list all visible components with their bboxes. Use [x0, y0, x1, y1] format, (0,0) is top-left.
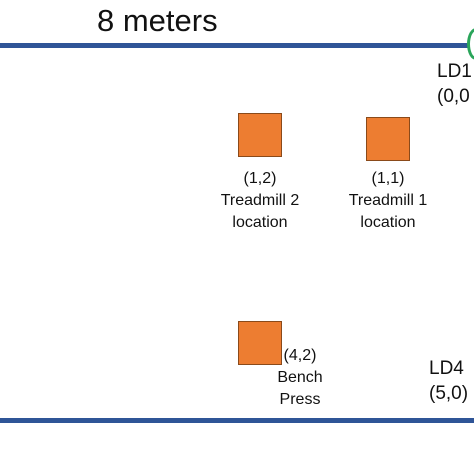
treadmill-2-label: (1,2) Treadmill 2 location [214, 168, 306, 234]
bench-press-label: (4,2) Bench Press [274, 345, 326, 411]
ld4-label: LD4 (5,0) [429, 356, 468, 406]
treadmill-1-box [366, 117, 410, 161]
treadmill-1-coord: (1,1) [371, 170, 405, 187]
bench-press-coord: (4,2) [283, 347, 317, 364]
ld1-label: LD1 (0,0 [437, 59, 472, 109]
ld4-coord: (5,0) [429, 383, 469, 404]
treadmill-2-name-line2: location [232, 214, 288, 231]
ld1-marker-icon [467, 28, 474, 60]
ld1-name: LD1 [437, 61, 472, 82]
treadmill-2-coord: (1,2) [243, 170, 277, 187]
bench-press-box [238, 321, 282, 365]
top-wall-line [0, 43, 474, 48]
treadmill-1-label: (1,1) Treadmill 1 location [342, 168, 434, 234]
treadmill-1-name: Treadmill 1 [348, 192, 428, 209]
bench-press-name-line2: Press [279, 391, 321, 408]
room-width-label: 8 meters [97, 3, 218, 38]
ld1-coord: (0,0 [437, 86, 470, 107]
bench-press-name: Bench [277, 369, 323, 386]
treadmill-1-name-line2: location [360, 214, 416, 231]
treadmill-2-box [238, 113, 282, 157]
bottom-wall-line [0, 418, 474, 423]
ld4-name: LD4 [429, 358, 464, 379]
treadmill-2-name: Treadmill 2 [220, 192, 300, 209]
